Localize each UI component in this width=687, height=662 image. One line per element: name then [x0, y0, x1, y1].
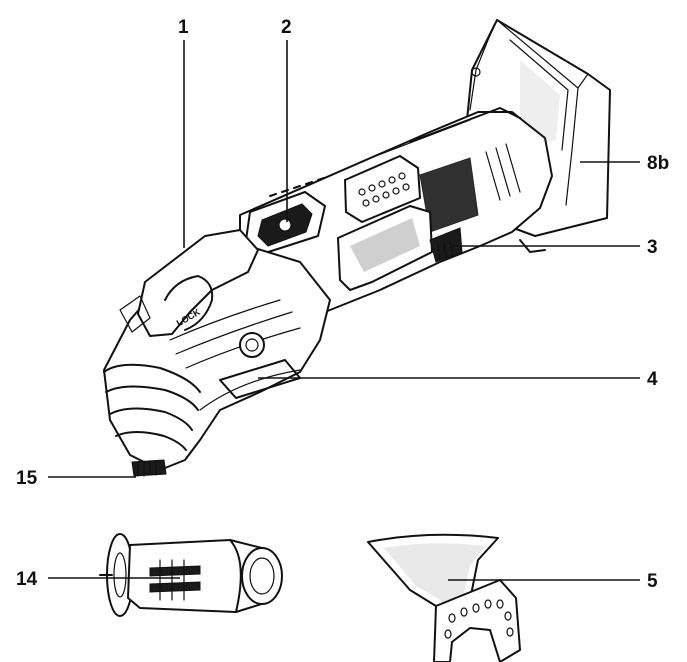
callout-1: 1: [178, 17, 189, 38]
callout-labels: 1 2 8b 3 4 15 14 5: [16, 17, 669, 592]
callout-3: 3: [647, 237, 658, 258]
auxiliary-handle: [99, 533, 283, 617]
callout-5: 5: [647, 571, 658, 592]
blade-mount-holes: [444, 599, 514, 639]
plunge-saw-blade: [367, 533, 521, 662]
leader-lines: [48, 40, 640, 581]
callout-15: 15: [16, 468, 38, 489]
motor-housing: [239, 107, 553, 331]
callout-14: 14: [16, 569, 38, 590]
tool-holder-spindle: [131, 459, 167, 477]
housing-seam: [199, 369, 301, 411]
callout-2: 2: [281, 17, 292, 38]
clamping-lever: LOCK: [119, 229, 259, 337]
power-switch: [245, 191, 326, 255]
callout-8b: 8b: [647, 153, 669, 174]
multi-tool-body: LOCK: [103, 19, 611, 477]
vent-dots: [358, 172, 410, 207]
callout-4: 4: [647, 369, 658, 390]
